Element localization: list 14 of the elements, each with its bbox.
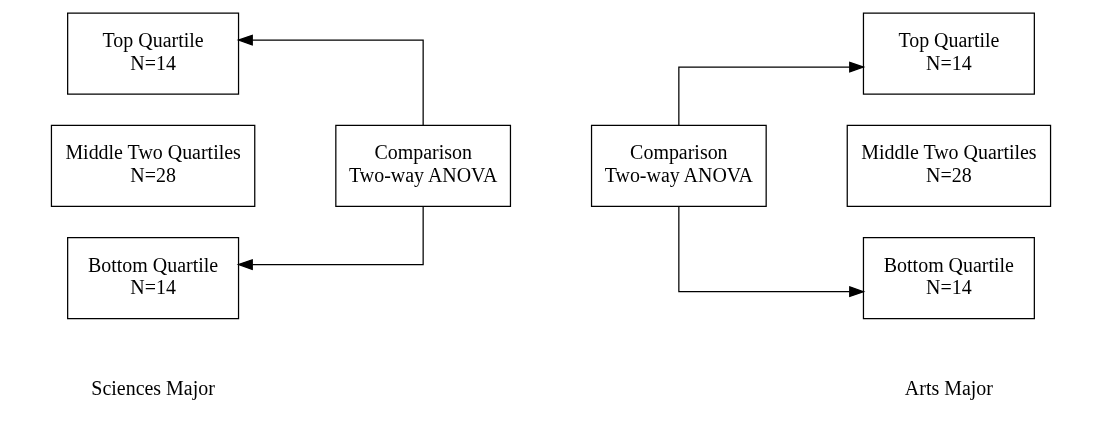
arrow (236, 34, 424, 126)
arrow (236, 206, 424, 271)
node-box: Top Quartile N=14 (67, 12, 240, 95)
arrow (678, 206, 866, 298)
node-box: Middle Two Quartiles N=28 (846, 124, 1052, 208)
node-box: Bottom Quartile N=14 (862, 236, 1035, 320)
node-box: Bottom Quartile N=14 (67, 236, 240, 320)
label: Sciences Major (91, 377, 215, 400)
node-box: Top Quartile N=14 (862, 12, 1035, 95)
node-box: Comparison Two-way ANOVA (590, 124, 767, 208)
node-box: Middle Two Quartiles N=28 (50, 124, 256, 208)
node-box: Comparison Two-way ANOVA (335, 124, 512, 208)
arrow (678, 61, 866, 126)
label: Arts Major (904, 377, 993, 400)
